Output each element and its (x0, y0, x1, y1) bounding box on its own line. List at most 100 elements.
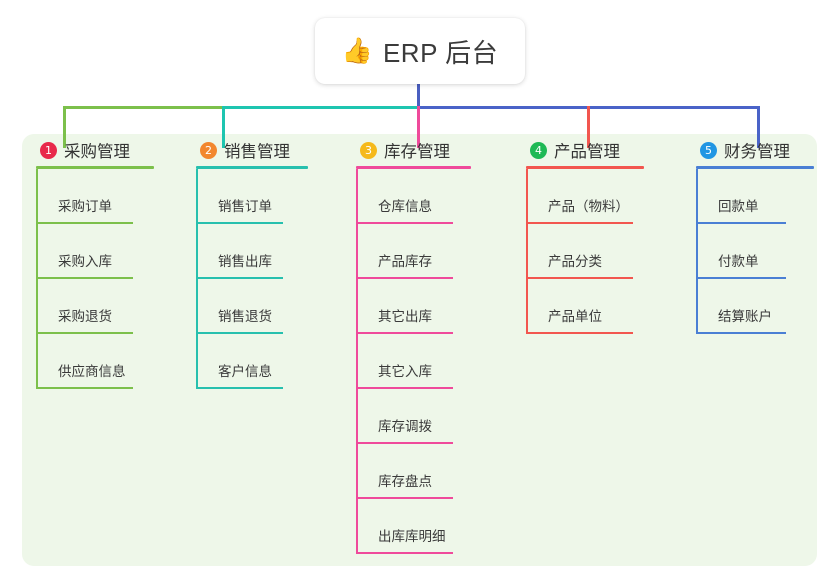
branch-rule-5 (696, 166, 814, 169)
leaf-node[interactable]: 采购入库 (36, 224, 182, 279)
branch-badge-4: 4 (530, 141, 547, 159)
branch-column-2: 2 销售管理销售订单销售出库销售退货客户信息 (182, 134, 342, 566)
branch-badge-2: 2 (200, 141, 217, 159)
leaf-underline (358, 332, 453, 334)
branch-columns: 1 采购管理采购订单采购入库采购退货供应商信息 2 销售管理销售订单销售出库销售退货客… (22, 134, 817, 566)
leaf-node[interactable]: 产品分类 (526, 224, 682, 279)
leaf-underline (698, 277, 786, 279)
branch-items-1: 采购订单采购入库采购退货供应商信息 (36, 169, 182, 389)
leaf-label: 出库库明细 (378, 529, 446, 544)
branch-items-5: 回款单付款单结算账户 (696, 169, 817, 334)
leaf-label: 产品库存 (378, 254, 432, 269)
branch-header-2[interactable]: 2 销售管理 (182, 134, 342, 166)
leaf-node[interactable]: 销售订单 (196, 169, 342, 224)
leaf-underline (358, 552, 453, 554)
leaf-label: 回款单 (718, 199, 759, 214)
leaf-underline (38, 387, 133, 389)
branch-badge-3: 3 (360, 141, 377, 159)
leaf-label: 供应商信息 (58, 364, 126, 379)
leaf-underline (198, 277, 283, 279)
leaf-node[interactable]: 库存盘点 (356, 444, 512, 499)
branch-spine-1 (36, 169, 38, 389)
leaf-node[interactable]: 供应商信息 (36, 334, 182, 389)
leaf-underline (358, 442, 453, 444)
leaf-label: 客户信息 (218, 364, 272, 379)
leaf-node[interactable]: 库存调拨 (356, 389, 512, 444)
leaf-node[interactable]: 采购订单 (36, 169, 182, 224)
branch-badge-1: 1 (40, 141, 57, 159)
branch-column-4: 4 产品管理产品（物料） 产品分类产品单位 (512, 134, 682, 566)
leaf-node[interactable]: 销售退货 (196, 279, 342, 334)
branch-title-1: 采购管理 (64, 143, 130, 161)
branch-column-3: 3 库存管理仓库信息产品库存其它出库其它入库库存调拨库存盘点出库库明细 (342, 134, 512, 566)
branch-rule-1 (36, 166, 154, 169)
branch-header-1[interactable]: 1 采购管理 (22, 134, 182, 166)
branch-column-5: 5 财务管理回款单付款单结算账户 (682, 134, 817, 566)
leaf-label: 产品（物料） (548, 199, 629, 214)
leaf-underline (38, 332, 133, 334)
branch-title-5: 财务管理 (724, 143, 790, 161)
leaf-node[interactable]: 客户信息 (196, 334, 342, 389)
leaf-underline (358, 222, 453, 224)
leaf-underline (528, 277, 633, 279)
leaf-underline (198, 222, 283, 224)
leaf-label: 采购入库 (58, 254, 112, 269)
leaf-label: 销售订单 (218, 199, 272, 214)
branch-header-3[interactable]: 3 库存管理 (342, 134, 512, 166)
leaf-label: 库存调拨 (378, 419, 432, 434)
leaf-underline (698, 332, 786, 334)
leaf-node[interactable]: 其它出库 (356, 279, 512, 334)
branch-badge-5: 5 (700, 141, 717, 159)
leaf-node[interactable]: 产品单位 (526, 279, 682, 334)
diagram-panel (22, 134, 817, 566)
leaf-node[interactable]: 其它入库 (356, 334, 512, 389)
leaf-underline (698, 222, 786, 224)
leaf-node[interactable]: 产品（物料） (526, 169, 682, 224)
root-node[interactable]: 👍 ERP 后台 (315, 18, 525, 84)
leaf-label: 采购订单 (58, 199, 112, 214)
root-stem (417, 84, 420, 108)
branch-items-3: 仓库信息产品库存其它出库其它入库库存调拨库存盘点出库库明细 (356, 169, 512, 554)
root-title: ERP 后台 (382, 37, 499, 68)
leaf-underline (358, 277, 453, 279)
leaf-node[interactable]: 销售出库 (196, 224, 342, 279)
leaf-node[interactable]: 仓库信息 (356, 169, 512, 224)
branch-items-4: 产品（物料） 产品分类产品单位 (526, 169, 682, 334)
leaf-label: 销售退货 (218, 309, 272, 324)
leaf-label: 其它出库 (378, 309, 432, 324)
leaf-node[interactable]: 付款单 (696, 224, 817, 279)
leaf-node[interactable]: 产品库存 (356, 224, 512, 279)
leaf-label: 其它入库 (378, 364, 432, 379)
leaf-underline (358, 387, 453, 389)
leaf-underline (528, 222, 633, 224)
branch-title-3: 库存管理 (384, 143, 450, 161)
bus-segments (63, 106, 760, 109)
leaf-label: 结算账户 (718, 309, 772, 324)
leaf-underline (38, 277, 133, 279)
branch-spine-3 (356, 169, 358, 554)
leaf-label: 采购退货 (58, 309, 112, 324)
leaf-underline (198, 332, 283, 334)
thumbs-up-icon: 👍 (341, 36, 373, 65)
leaf-node[interactable]: 出库库明细 (356, 499, 512, 554)
branch-rule-4 (526, 166, 644, 169)
branch-spine-2 (196, 169, 198, 389)
branch-spine-4 (526, 169, 528, 334)
branch-title-4: 产品管理 (554, 143, 620, 161)
leaf-node[interactable]: 结算账户 (696, 279, 817, 334)
leaf-node[interactable]: 回款单 (696, 169, 817, 224)
leaf-underline (528, 332, 633, 334)
branch-column-1: 1 采购管理采购订单采购入库采购退货供应商信息 (22, 134, 182, 566)
leaf-underline (38, 222, 133, 224)
leaf-label: 库存盘点 (378, 474, 432, 489)
leaf-node[interactable]: 采购退货 (36, 279, 182, 334)
leaf-label: 产品分类 (548, 254, 602, 269)
branch-rule-2 (196, 166, 308, 169)
branch-title-2: 销售管理 (224, 143, 290, 161)
leaf-underline (358, 497, 453, 499)
leaf-label: 销售出库 (218, 254, 272, 269)
branch-header-5[interactable]: 5 财务管理 (682, 134, 817, 166)
branch-items-2: 销售订单销售出库销售退货客户信息 (196, 169, 342, 389)
leaf-underline (198, 387, 283, 389)
branch-header-4[interactable]: 4 产品管理 (512, 134, 682, 166)
